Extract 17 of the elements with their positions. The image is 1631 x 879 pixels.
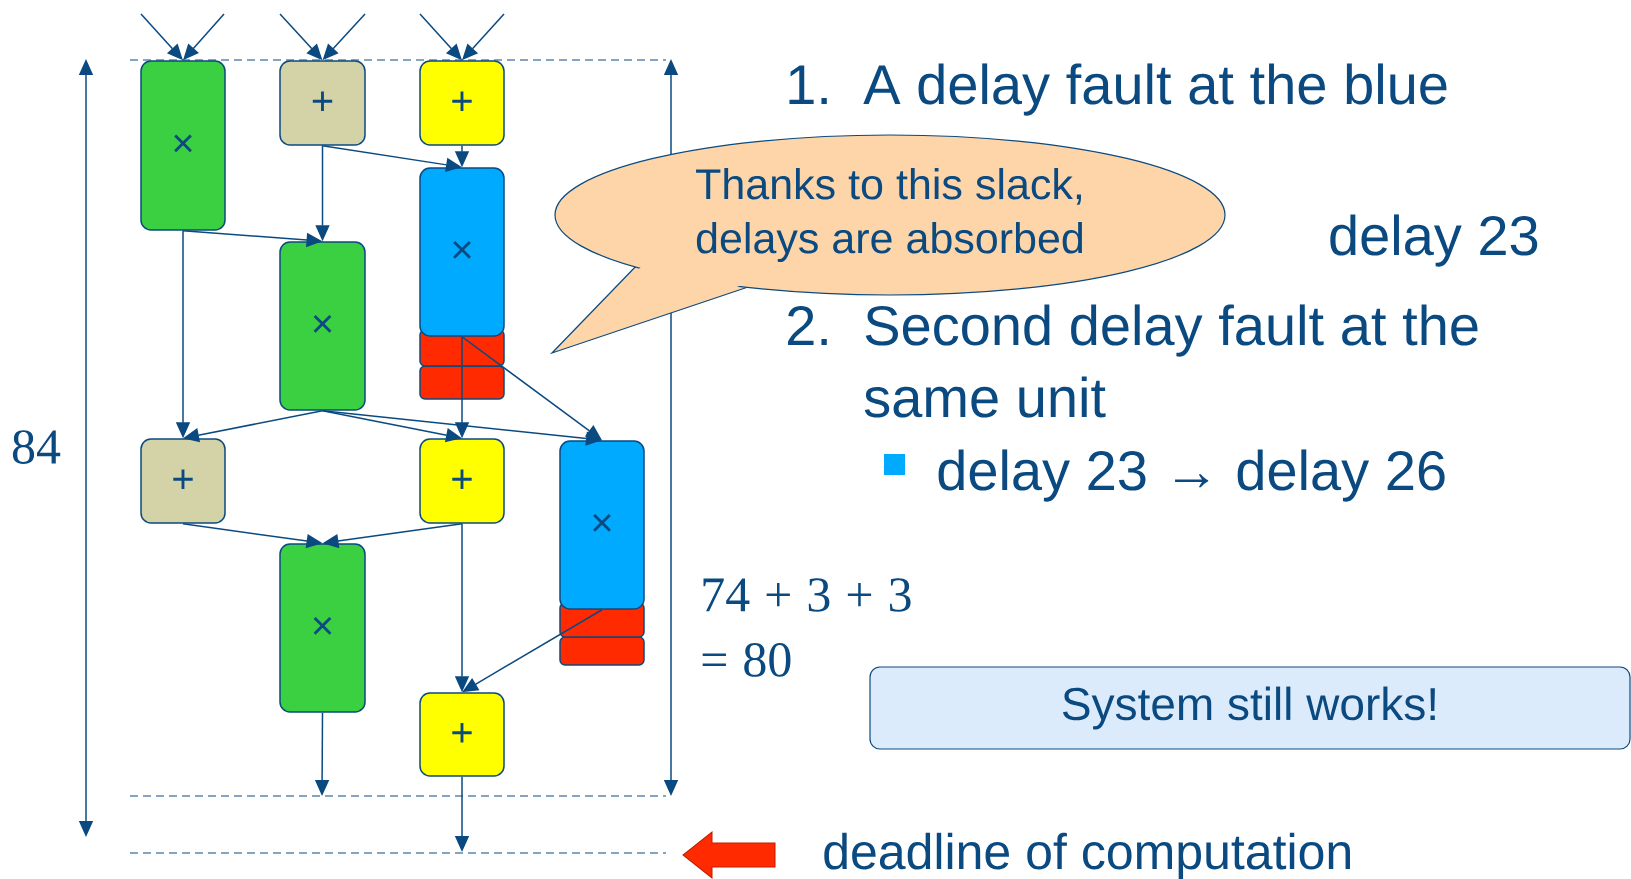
status-box: System still works! — [869, 666, 1631, 750]
operation-box: × — [279, 543, 366, 713]
delayed-operation-box: × — [419, 167, 505, 400]
operation-box: + — [419, 692, 505, 777]
operation-box: + — [419, 60, 505, 146]
list-text: A delay fault at the blue — [863, 63, 1447, 116]
operation-box: + — [419, 438, 505, 524]
operation-box: + — [279, 60, 366, 146]
operation-box: + — [140, 438, 226, 524]
list-text: delay 23 → delay 26 — [938, 449, 1445, 502]
delayed-operation-box: × — [559, 440, 645, 666]
dimension-label: 84 — [12, 430, 61, 464]
arrow — [462, 609, 603, 693]
operation-box: × — [279, 241, 366, 411]
list-text: delay 23 — [1330, 214, 1538, 267]
operation-box: × — [140, 60, 226, 231]
list-text: deadline of computation — [824, 832, 1350, 879]
